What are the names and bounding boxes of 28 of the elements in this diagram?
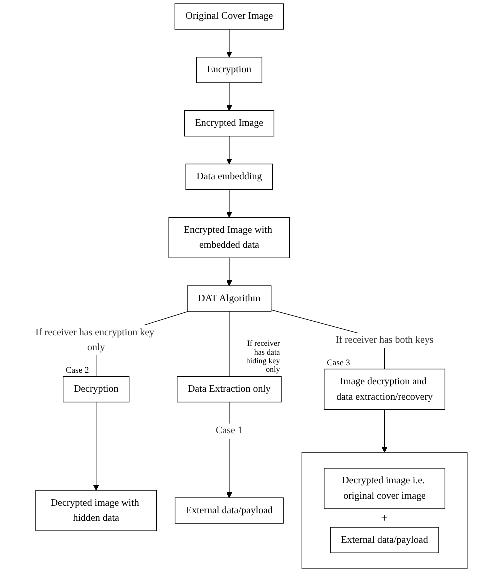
node-box: Decrypted image with hidden data	[35, 490, 157, 532]
edge-label: Case 1	[216, 426, 243, 436]
node-box: DAT Algorithm	[187, 286, 272, 312]
node-box: Data Extraction only	[176, 376, 282, 403]
arrow	[226, 29, 232, 58]
arrow	[226, 189, 232, 218]
note-text: Case 2	[66, 364, 89, 375]
arrow	[226, 136, 232, 164]
node-box: Encrypted Image with embedded data	[168, 217, 290, 258]
arrow	[226, 258, 232, 286]
node-box: Encryption	[196, 57, 262, 84]
edge-label: If receiver has encryption key only	[35, 327, 154, 354]
arrow	[382, 409, 388, 453]
cluster	[302, 452, 468, 570]
node-box: Data embedding	[186, 164, 273, 190]
arrow	[226, 82, 232, 112]
plus-sign: +	[381, 512, 388, 524]
connector	[228, 311, 230, 378]
note-text: Case 3	[326, 357, 350, 368]
node-box: Decrypted image i.e. original cover image	[324, 468, 446, 510]
node-box: Encrypted Image	[184, 110, 274, 137]
edge-label: If receiver has both keys	[336, 334, 434, 346]
node-box: Original Cover Image	[174, 4, 284, 30]
node-box: External data/payload	[330, 527, 440, 554]
node-box: Image decryption and data extraction/recovery	[324, 368, 446, 410]
node-box: External data/payload	[174, 498, 284, 524]
node-box: Decryption	[62, 376, 130, 403]
arrow	[93, 402, 100, 491]
